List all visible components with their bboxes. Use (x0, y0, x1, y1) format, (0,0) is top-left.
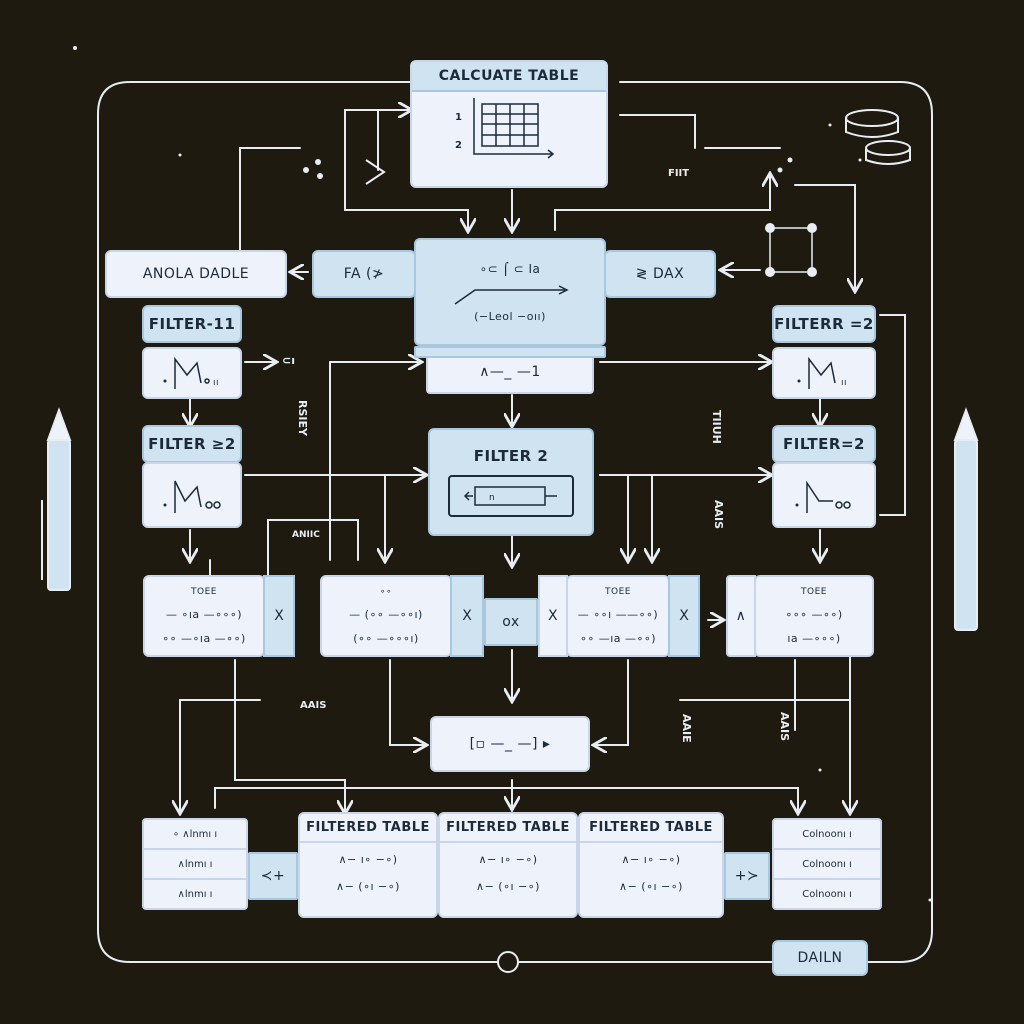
table-4[interactable]: TOEE ∘∘∘ —∘∘) ıa —∘∘∘) (754, 575, 874, 657)
calculate-table-title: CALCUATE TABLE (412, 62, 606, 92)
aais-right-label: AAIS (778, 712, 791, 742)
formula-node[interactable]: ∘⊂ ⌠ ⊂ Ia (−Leol −oıı) (414, 238, 606, 346)
arrow-diagram-icon (454, 284, 569, 305)
filtered-table-1[interactable]: FILTERED TABLE ∧− ı∘ −∘) ∧− (∘ı −∘) (298, 812, 438, 918)
filtered-table-1-row-2: ∧− (∘ı −∘) (336, 880, 400, 893)
table-2-row-1: — (∘∘ —∘∘ı) (349, 607, 423, 621)
formula-bottom: (−Leol −oıı) (474, 309, 546, 323)
filtered-table-3-row-2: ∧− (∘ı −∘) (619, 880, 683, 893)
left-arrow-button[interactable]: ≺+ (248, 852, 298, 900)
filter-2-center-title: FILTER 2 (473, 447, 549, 465)
bottom-formula-node[interactable]: [▫ —_ —] ▸ (430, 716, 590, 772)
table-3-row-2: ∘∘ —ıa —∘∘) (579, 632, 657, 646)
anic-label: ANIIC (292, 530, 320, 540)
fiit-label: FIIT (668, 168, 690, 179)
filtered-table-3-row-1: ∧− ı∘ −∘) (621, 853, 681, 866)
filter-11-label[interactable]: FILTER-11 (142, 305, 242, 343)
filtered-table-1-row-1: ∧− ı∘ −∘) (338, 853, 398, 866)
rsiey-label: RSIEY (296, 400, 309, 436)
filtered-table-3-title: FILTERED TABLE (580, 814, 722, 843)
database-icon (845, 109, 911, 165)
table-3-head: TOEE (605, 586, 631, 597)
table-1-x-button[interactable]: X (263, 575, 295, 657)
right-arrow-button[interactable]: +≻ (724, 852, 770, 900)
grid-chart-icon (473, 98, 555, 159)
fa-node[interactable]: FA (≯ (312, 250, 416, 298)
range-icon: n (463, 486, 557, 506)
right-row-3[interactable]: Colnoonı ı (772, 878, 882, 910)
right-row-2[interactable]: Colnoonı ı (772, 848, 882, 880)
tiuh-label: TIIUH (710, 410, 723, 444)
left-row-2[interactable]: ∧lnmı ı (142, 848, 248, 880)
aaie-label: AAIE (680, 714, 693, 743)
table-2[interactable]: ∘∘ — (∘∘ —∘∘ı) (∘∘ —∘∘∘ı) (320, 575, 452, 657)
svg-text:n: n (489, 493, 495, 503)
table-2-x-button[interactable]: X (450, 575, 484, 657)
filter-2-center-node[interactable]: FILTER 2 n (428, 428, 594, 536)
table-1-head: TOEE (191, 586, 217, 597)
ox-node[interactable]: ox (484, 598, 538, 646)
filtered-table-2-row-1: ∧− ı∘ −∘) (478, 853, 538, 866)
table-1-row-2: ∘∘ —∘ıa —∘∘) (162, 632, 246, 646)
axis-label-1: 1 (455, 112, 462, 123)
sub-bar-cap (414, 346, 606, 358)
table-4-a-button[interactable]: ∧ (726, 575, 756, 657)
dailn-node[interactable]: DAILN (772, 940, 868, 976)
sub-bar-text: ∧—_ —1 (479, 364, 541, 380)
left-row-3[interactable]: ∧lnmı ı (142, 878, 248, 910)
dax-node[interactable]: ≷ DAX (604, 250, 716, 298)
table-4-row-2: ıa —∘∘∘) (787, 632, 841, 646)
filter-chart-icon (795, 480, 851, 513)
table-3[interactable]: TOEE — ∘∘ı ——∘∘) ∘∘ —ıa —∘∘) (566, 575, 670, 657)
table-1[interactable]: TOEE — ∘ıa —∘∘∘) ∘∘ —∘ıa —∘∘) (143, 575, 265, 657)
svg-text:ıı: ıı (213, 378, 219, 388)
filter-2-right-icon-box[interactable] (772, 462, 876, 528)
filter-chart-icon: ıı (797, 356, 847, 389)
table-2-row-2: (∘∘ —∘∘∘ı) (353, 632, 419, 646)
filterr-2-icon-box[interactable]: ıı (772, 347, 876, 399)
filtered-table-3[interactable]: FILTERED TABLE ∧− ı∘ −∘) ∧− (∘ı −∘) (578, 812, 724, 918)
left-pencil (41, 407, 72, 591)
table-3-x-button[interactable]: X (538, 575, 568, 657)
filter-chart-icon: ıı (163, 356, 219, 389)
aais-label: AAIS (712, 500, 725, 530)
axis-label-2: 2 (455, 140, 462, 151)
filtered-table-2-row-2: ∧− (∘ı −∘) (476, 880, 540, 893)
filterr-2-label[interactable]: FILTERR =2 (772, 305, 876, 343)
filter-2-left-icon-box[interactable] (142, 462, 242, 528)
table-3-row-1: — ∘∘ı ——∘∘) (577, 607, 659, 621)
svg-text:ıı: ıı (841, 378, 847, 388)
table-2-head: ∘∘ (379, 586, 393, 597)
filter-chart-icon (163, 480, 221, 513)
filtered-table-2[interactable]: FILTERED TABLE ∧− ı∘ −∘) ∧− (∘ı −∘) (438, 812, 578, 918)
calculate-table-node[interactable]: CALCUATE TABLE (410, 60, 608, 188)
aais-lower-label: AAIS (300, 700, 327, 711)
table-4-row-1: ∘∘∘ —∘∘) (785, 607, 843, 621)
anola-dadle-node[interactable]: ANOLA DADLE (105, 250, 287, 298)
table-3-x-right[interactable]: X (668, 575, 700, 657)
filter-2-center-inner[interactable]: n (448, 475, 574, 517)
table-4-head: TOEE (801, 586, 827, 597)
ci-label: ⊂ı (282, 354, 295, 367)
filter-11-icon-box[interactable]: ıı (142, 347, 242, 399)
left-row-1[interactable]: ∘ ∧lnmı ı (142, 818, 248, 850)
filtered-table-1-title: FILTERED TABLE (300, 814, 436, 843)
filtered-table-2-title: FILTERED TABLE (440, 814, 576, 843)
loop-icon (497, 951, 519, 973)
filter-2-right-label[interactable]: FILTER=2 (772, 425, 876, 463)
filter-2-left-label[interactable]: FILTER ≥2 (142, 425, 242, 463)
right-row-1[interactable]: Colnoonı ı (772, 818, 882, 850)
right-pencil (953, 407, 979, 631)
formula-top: ∘⊂ ⌠ ⊂ Ia (479, 261, 541, 276)
table-1-row-1: — ∘ıa —∘∘∘) (165, 607, 243, 621)
